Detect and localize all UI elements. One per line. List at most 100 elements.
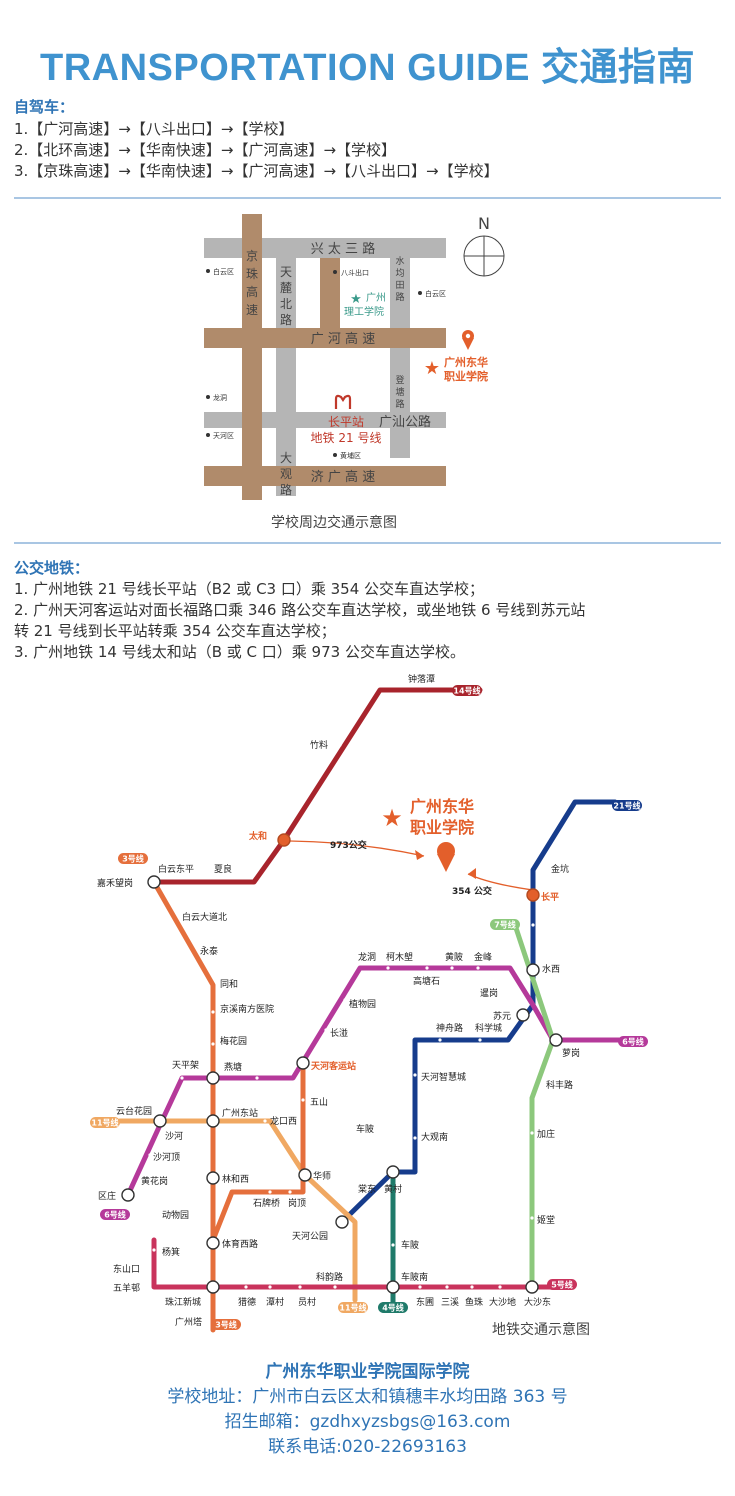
station-dot (180, 1076, 184, 1080)
station-label: 同和 (220, 979, 238, 990)
station-dot (543, 1078, 547, 1082)
station-label: 黄陂 (445, 951, 463, 963)
label-jingzhu-1: 京 (246, 249, 258, 263)
road-guanghe (204, 328, 446, 348)
transit-line-2: 2. 广州天河客运站对面长福路口乘 346 路公交车直达学校，或坐地铁 6 号线… (14, 601, 586, 619)
station-label: 姬堂 (537, 1214, 555, 1226)
station-dot (152, 1248, 156, 1252)
svg-text:21号线: 21号线 (613, 801, 640, 811)
station-dot (506, 985, 510, 989)
station-label: 广州塔 (175, 1316, 202, 1328)
label-shuijun-4: 路 (395, 291, 404, 303)
metro-map: 973公交 354 公交 ★ 广州东华 职业学院 钟落潭 竹料 太和 白云东平 … (90, 673, 648, 1333)
line-badge: 7号线 (490, 919, 520, 930)
station-dot (438, 1038, 442, 1042)
label-dengtang-2: 塘 (395, 386, 404, 398)
station-dot (211, 1010, 215, 1014)
station-label: 东圃 (416, 1296, 434, 1308)
station-label: 天河智慧城 (421, 1071, 466, 1083)
star-icon: ★ (381, 804, 403, 832)
metro-map-caption: 地铁交通示意图 (492, 1322, 590, 1338)
station-label: 植物园 (349, 998, 376, 1010)
svg-text:7号线: 7号线 (494, 920, 516, 930)
station-label: 萝岗 (562, 1048, 580, 1059)
station-label: 三溪 (441, 1296, 459, 1308)
station-label: 东山口 (113, 1263, 140, 1275)
station-dot (288, 1190, 292, 1194)
label-jiguang: 济 广 高 速 (311, 469, 375, 485)
label-shuijun-2: 均 (395, 267, 404, 279)
page-title: TRANSPORTATION GUIDE 交通指南 (40, 47, 695, 89)
station-label: 林和西 (222, 1173, 249, 1185)
station-label: 神舟路 (436, 1022, 463, 1034)
arrow-icon (468, 868, 476, 879)
station-dot (338, 743, 342, 747)
label-shuijun-1: 水 (395, 255, 404, 267)
interchange-station (206, 1114, 220, 1128)
station-dot (268, 1190, 272, 1194)
station-label: 天平架 (172, 1060, 199, 1071)
station-dot (198, 928, 202, 932)
line-badge: 11号线 (338, 1302, 368, 1313)
station-dot (391, 1243, 395, 1247)
interchange-station (298, 1168, 312, 1182)
ligong-name-1: 广州 (366, 292, 386, 304)
station-label: 五山 (310, 1097, 328, 1108)
station-label: 柯木塱 (386, 951, 413, 963)
label-tianlu-1: 天 (280, 265, 292, 279)
station-dot (425, 966, 429, 970)
station-label: 太和 (248, 830, 267, 842)
station-label: 金峰 (474, 951, 492, 963)
location-pin-icon (462, 330, 474, 350)
label-xingtai: 兴 太 三 路 (311, 241, 375, 257)
station-label: 加庄 (537, 1128, 555, 1140)
station-label: 潭村 (266, 1296, 284, 1308)
svg-text:11号线: 11号线 (91, 1118, 118, 1128)
place-baiyun: 白云区 (213, 267, 234, 276)
school-name-2: 职业学院 (444, 369, 488, 383)
svg-text:4号线: 4号线 (382, 1303, 404, 1313)
station-dot (478, 1038, 482, 1042)
station-dot (530, 1131, 534, 1135)
label-daguan-3: 路 (280, 482, 292, 497)
station-dot (255, 1076, 259, 1080)
bus-354-label: 354 公交 (452, 885, 492, 897)
station-label: 五羊邨 (113, 1282, 140, 1294)
station-dot (450, 966, 454, 970)
station-label: 水西 (542, 963, 560, 975)
drive-route-3: 3.【京珠高速】→【华南快速】→【广河高速】→【八斗出口】→【学校】 (14, 162, 499, 180)
compass-icon (463, 235, 505, 277)
svg-text:5号线: 5号线 (551, 1280, 573, 1290)
area-map-caption: 学校周边交通示意图 (271, 515, 397, 531)
road-guangshan (204, 412, 446, 428)
metro-line-3 (151, 879, 216, 1333)
interchange-station (153, 1114, 167, 1128)
station-dot (530, 1216, 534, 1220)
place-badou: 八斗出口 (341, 268, 369, 277)
station-label: 梅花园 (220, 1035, 247, 1047)
station-label: 苏元 (493, 1010, 511, 1022)
station-label: 龙口西 (270, 1115, 297, 1127)
road-tianlu (276, 238, 296, 496)
station-dot (333, 1285, 337, 1289)
interchange-station (277, 833, 291, 847)
transit-heading: 公交地铁： (14, 560, 90, 577)
station-label: 白云东平 (158, 863, 194, 875)
label-tianlu-3: 北 (280, 297, 292, 311)
bus-973-route (289, 840, 425, 857)
interchange-station (526, 963, 540, 977)
station-label: 长平 (541, 891, 559, 903)
station-label: 黄花岗 (141, 1175, 168, 1187)
station-label: 沙河顶 (153, 1151, 180, 1163)
line-badge: 5号线 (547, 1279, 577, 1290)
station-label: 金坑 (551, 863, 569, 875)
station-label: 天河公园 (292, 1230, 328, 1242)
interchange-station (147, 875, 161, 889)
station-label: 石牌桥 (253, 1197, 280, 1209)
station-dot (268, 1285, 272, 1289)
station-label: 动物园 (162, 1209, 189, 1221)
station-label: 华师 (313, 1170, 331, 1182)
station-label: 云台花园 (116, 1105, 152, 1117)
station-dot (445, 1285, 449, 1289)
station-label: 长湴 (330, 1027, 348, 1039)
